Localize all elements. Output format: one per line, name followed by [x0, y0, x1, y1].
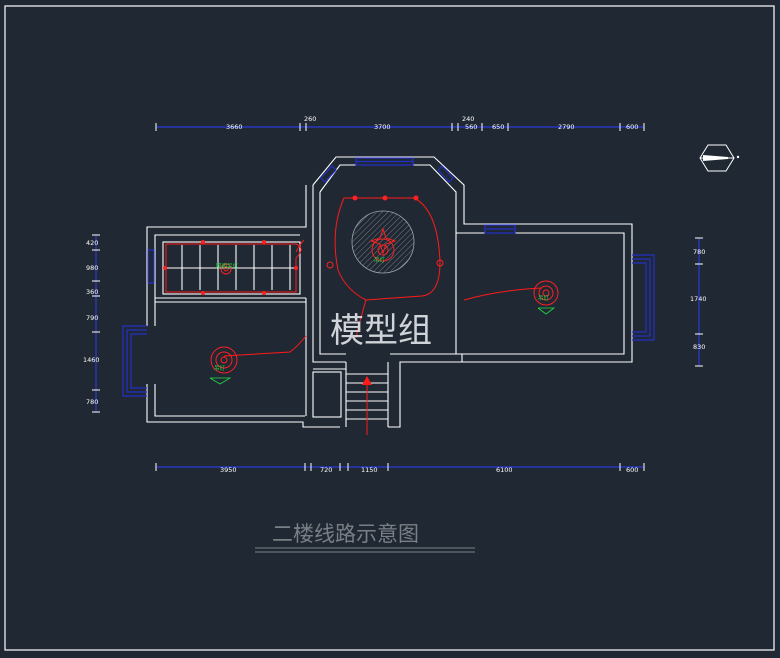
dim-left-6: 780 [86, 398, 98, 406]
dim-bottom-4: 6100 [496, 466, 513, 474]
dim-right-3: 830 [693, 343, 705, 351]
fixture-label-left-room: 吊灯 [214, 364, 226, 372]
dim-left-1: 420 [86, 239, 98, 247]
dim-top-3: 3700 [374, 123, 391, 131]
dim-top-5: 560 [465, 123, 477, 131]
drawing-frame [4, 5, 775, 651]
fixture-label-stair: 照明吊灯 [216, 262, 239, 270]
dim-bottom-3: 1150 [361, 466, 378, 474]
dim-right-1: 780 [693, 248, 705, 256]
dim-bottom-1: 3950 [220, 466, 237, 474]
drawing-title: 二楼线路示意图 [272, 522, 419, 546]
right-dimension-line: 780 1740 830 [690, 237, 707, 367]
dim-top-2: 260 [304, 115, 316, 123]
watermark-text: 模型组 [330, 311, 432, 351]
center-hatched-circle [351, 210, 415, 274]
dim-left-2: 980 [86, 264, 98, 272]
small-fixtures [163, 195, 444, 295]
dim-bottom-5: 600 [626, 466, 638, 474]
chandelier-left: 吊灯 [209, 346, 238, 385]
bottom-dimension-line: 3950 720 1150 6100 600 [155, 463, 645, 474]
dim-top-8: 600 [626, 123, 638, 131]
fixture-label-center: 吊灯 [374, 256, 386, 264]
wiring [165, 197, 543, 435]
dim-bottom-2: 720 [320, 466, 332, 474]
dim-left-5: 1460 [83, 356, 100, 364]
dim-top-1: 3660 [226, 123, 243, 131]
top-dimension-line: 3660 260 3700 240 560 650 2790 600 [155, 115, 645, 131]
dim-right-2: 1740 [690, 295, 707, 303]
chandelier-stair: 照明吊灯 [216, 262, 239, 275]
north-arrow-icon [699, 144, 740, 172]
entry-arrow-icon [362, 376, 372, 385]
chandelier-center: 吊灯 [369, 227, 397, 264]
dim-left-4: 790 [86, 314, 98, 322]
dim-left-3: 360 [86, 288, 98, 296]
walls [146, 156, 633, 428]
left-dimension-line: 420 980 360 790 1460 780 [83, 234, 100, 413]
fixture-label-right-room: 吊灯 [538, 294, 550, 302]
dim-top-6: 650 [492, 123, 504, 131]
dim-top-4: 240 [462, 115, 474, 123]
chandelier-right: 吊灯 [533, 280, 559, 315]
windows [122, 157, 655, 397]
dim-top-7: 2790 [558, 123, 575, 131]
